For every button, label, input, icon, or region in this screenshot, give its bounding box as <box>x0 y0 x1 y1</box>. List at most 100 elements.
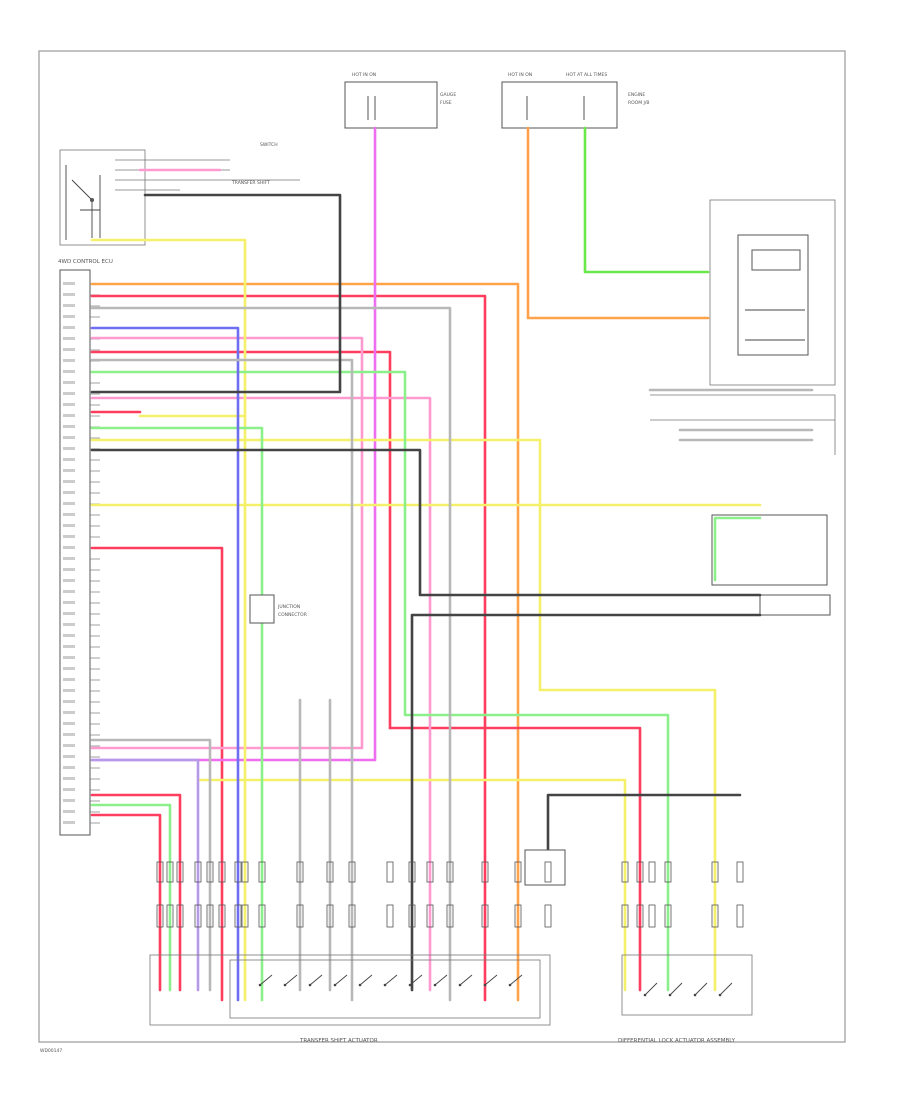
connector-pin-lower <box>636 904 644 928</box>
connector-pin-lower <box>386 904 394 928</box>
differential-lock-actuator: DIFFERENTIAL LOCK ACTUATOR ASSEMBLY <box>618 954 753 1044</box>
connector-pin-upper <box>326 861 334 883</box>
connector-pin-lower <box>326 904 334 928</box>
actuator-contact-node <box>283 983 287 987</box>
transfer-actuator-label: TRANSFER SHIFT ACTUATOR <box>299 1038 378 1044</box>
ecu-pin-mark <box>63 722 75 725</box>
connector-pin-lower <box>156 904 164 928</box>
connector-pin-lower <box>664 904 672 928</box>
connector-pin-lower <box>176 904 184 928</box>
wire-gray-3 <box>298 698 332 992</box>
connector-pin-lower <box>514 904 522 928</box>
connector-pin-upper <box>296 861 304 883</box>
actuator-contact <box>259 974 273 986</box>
svg-text:GAUGE: GAUGE <box>440 92 456 98</box>
footer-id: WD00147 <box>40 1048 62 1054</box>
ecu-pin-mark <box>63 304 75 307</box>
actuator-contact-node <box>408 983 412 987</box>
wire-pink-3 <box>90 336 364 750</box>
svg-text:HOT AT ALL TIMES: HOT AT ALL TIMES <box>566 72 607 78</box>
actuator-contact <box>359 974 373 986</box>
actuator-contact <box>309 974 323 986</box>
connector-pin-lower <box>234 904 242 928</box>
wire-orange-2 <box>526 126 710 320</box>
ecu-pin-mark <box>63 502 75 505</box>
svg-text:HOT IN ON: HOT IN ON <box>352 72 376 78</box>
ecu-pin-mark <box>63 557 75 560</box>
ecu-pin-mark <box>63 293 75 296</box>
fuse-box-left: HOT IN ON GAUGE FUSE <box>344 72 456 129</box>
wire-red-1 <box>90 294 487 1002</box>
wire-black-1 <box>90 448 762 597</box>
connector-pin-upper <box>481 861 489 883</box>
ecu-pin-mark <box>63 711 75 714</box>
connector-pin-upper <box>241 861 249 883</box>
connector-pin-upper <box>426 861 434 883</box>
connector-pin-upper <box>514 861 522 883</box>
ecu-pin-mark <box>63 535 75 538</box>
ecu-pin-mark <box>63 645 75 648</box>
connector-pin-lower <box>648 904 656 928</box>
actuator-contact-node <box>383 983 387 987</box>
bottom-connector-row <box>156 861 744 928</box>
connector-pin-lower <box>241 904 249 928</box>
ecu-pin-mark <box>63 348 75 351</box>
actuator-contact-node <box>508 983 512 987</box>
actuator-contact <box>434 974 448 986</box>
connector-pin-upper <box>544 861 552 883</box>
ecu-pin-mark <box>63 546 75 549</box>
diff-contact <box>669 982 683 996</box>
ecu-pin-mark <box>63 524 75 527</box>
actuator-contact-node <box>458 983 462 987</box>
ecu-pin-mark <box>63 821 75 824</box>
actuator-contact-node <box>333 983 337 987</box>
wire-violet-1 <box>90 758 200 992</box>
wire-green-1 <box>583 126 710 274</box>
svg-text:HOT IN ON: HOT IN ON <box>508 72 532 78</box>
ecu-pin-mark <box>63 678 75 681</box>
diff-contact <box>719 982 733 996</box>
connector-pin-upper <box>258 861 266 883</box>
wire-black-4 <box>546 793 742 852</box>
wire-black-3 <box>90 193 342 394</box>
connector-pin-lower <box>446 904 454 928</box>
junction-connector-mid: JUNCTION CONNECTOR <box>249 594 307 624</box>
ecu-pin-mark <box>63 326 75 329</box>
transfer-shift-actuator: TRANSFER SHIFT ACTUATOR <box>149 954 551 1044</box>
connector-pin-lower <box>296 904 304 928</box>
ecu-pin-mark <box>63 700 75 703</box>
wire-red-4 <box>90 813 162 992</box>
wire-gray-4 <box>648 388 814 442</box>
ecu-pin-mark <box>63 359 75 362</box>
wire-gray-5 <box>90 738 212 992</box>
connector-pin-upper <box>711 861 719 883</box>
connector-pin-upper <box>194 861 202 883</box>
ecu-pin-mark <box>63 777 75 780</box>
right-side-connectors <box>650 394 836 616</box>
actuator-contact <box>334 974 348 986</box>
actuator-contact-node <box>358 983 362 987</box>
connector-pin-upper <box>218 861 226 883</box>
wire-green-5 <box>90 803 172 992</box>
actuator-contact-node <box>483 983 487 987</box>
ecu-pin-mark <box>63 370 75 373</box>
svg-text:JUNCTION: JUNCTION <box>277 604 300 610</box>
wire-red-2 <box>90 546 224 1002</box>
ecu-pin-mark <box>63 513 75 516</box>
wire-magenta-1 <box>90 126 377 762</box>
wire-black-2 <box>410 613 762 992</box>
connector-pin-upper <box>621 861 629 883</box>
ecu-pin-mark <box>63 568 75 571</box>
actuator-contact <box>384 974 398 986</box>
actuator-switch-contacts <box>258 974 733 997</box>
ecu-pin-mark <box>63 392 75 395</box>
connector-pin-upper <box>348 861 356 883</box>
wire-green-3 <box>90 370 670 992</box>
wire-orange-1 <box>90 282 520 1002</box>
ecu-pin-mark <box>63 414 75 417</box>
diff-contact-node <box>718 993 722 997</box>
wires <box>90 126 814 1002</box>
connector-pin-upper <box>446 861 454 883</box>
connector-pin-lower <box>348 904 356 928</box>
diff-contact <box>644 982 658 996</box>
